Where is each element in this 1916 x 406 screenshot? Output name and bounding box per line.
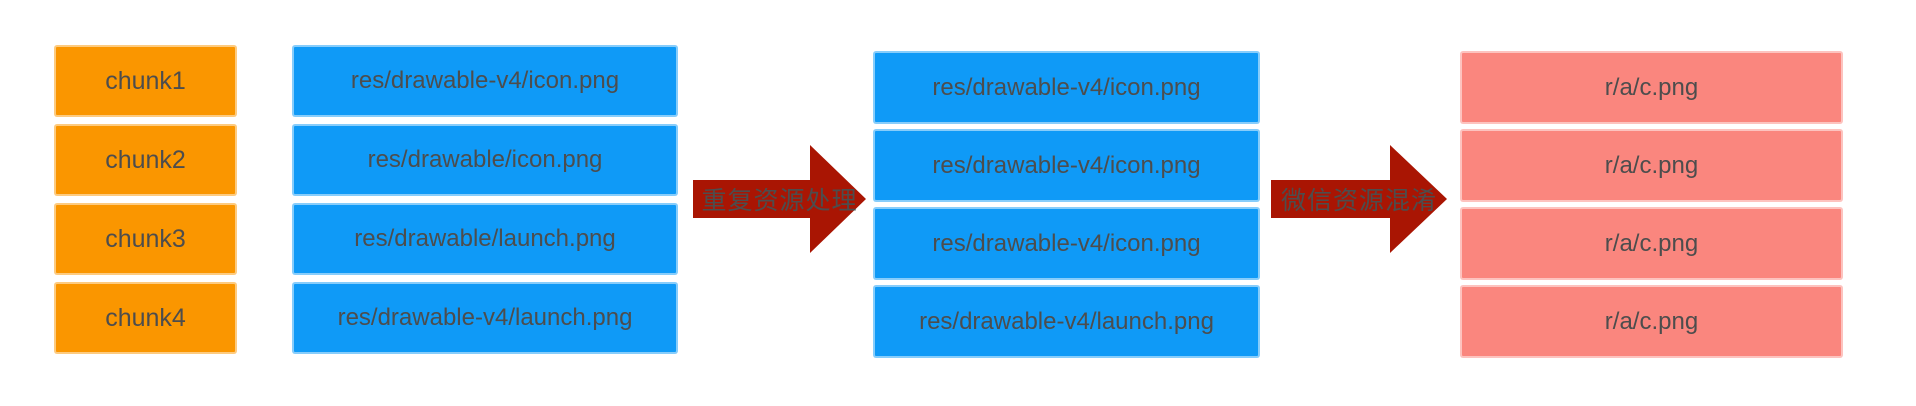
obfuscated-path-box: r/a/c.png bbox=[1460, 51, 1843, 124]
arrow-obfuscate: 微信资源混淆 bbox=[1271, 145, 1447, 253]
obfuscated-path-box: r/a/c.png bbox=[1460, 207, 1843, 280]
arrow-dedupe-label: 重复资源处理 bbox=[701, 187, 858, 215]
chunk-box: chunk1 bbox=[54, 45, 237, 117]
arrow-dedupe: 重复资源处理 bbox=[693, 145, 866, 253]
block-arrow-right-icon bbox=[693, 145, 866, 253]
resource-path-box: res/drawable-v4/icon.png bbox=[292, 45, 678, 117]
obfuscated-path-box: r/a/c.png bbox=[1460, 285, 1843, 358]
chunk-box: chunk3 bbox=[54, 203, 237, 275]
resource-path-box: res/drawable/icon.png bbox=[292, 124, 678, 196]
resource-path-box: res/drawable-v4/launch.png bbox=[873, 285, 1260, 358]
resource-path-box: res/drawable/launch.png bbox=[292, 203, 678, 275]
chunk-box: chunk4 bbox=[54, 282, 237, 354]
block-arrow-right-icon bbox=[1271, 145, 1447, 253]
resource-path-box: res/drawable-v4/icon.png bbox=[873, 129, 1260, 202]
obfuscated-path-box: r/a/c.png bbox=[1460, 129, 1843, 202]
resource-path-box: res/drawable-v4/icon.png bbox=[873, 207, 1260, 280]
chunk-box: chunk2 bbox=[54, 124, 237, 196]
resource-path-box: res/drawable-v4/launch.png bbox=[292, 282, 678, 354]
resource-path-box: res/drawable-v4/icon.png bbox=[873, 51, 1260, 124]
arrow-obfuscate-label: 微信资源混淆 bbox=[1280, 187, 1437, 215]
